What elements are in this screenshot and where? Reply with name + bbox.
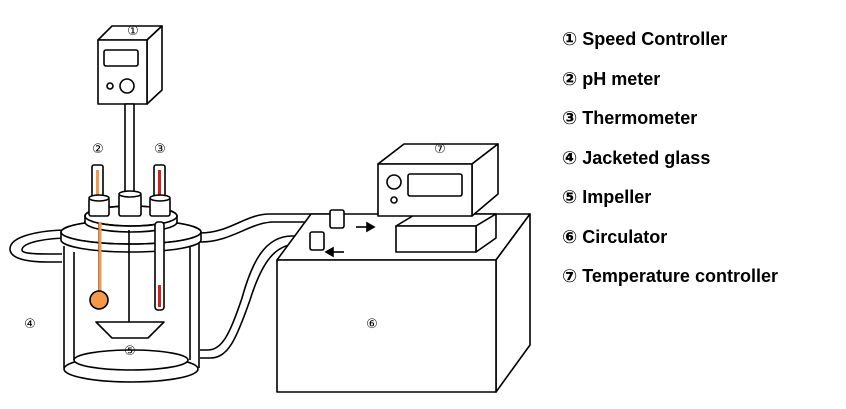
marker-speed-controller: ①	[127, 24, 139, 39]
outlet-nozzle	[329, 209, 345, 229]
ph-bulb	[89, 290, 109, 310]
impeller	[95, 230, 165, 339]
marker-jacketed-glass: ④	[24, 317, 36, 332]
thermometer	[149, 164, 171, 311]
circulator-return-tube	[200, 243, 312, 359]
legend-item-temperature-controller: ⑦ Temperature controller	[562, 266, 778, 286]
legend-item-ph-meter: ② pH meter	[562, 68, 661, 89]
impeller-shaft	[124, 103, 135, 201]
marker-ph-meter: ②	[92, 142, 104, 157]
marker-circulator: ⑥	[366, 317, 378, 332]
legend: ① Speed Controller ② pH meter ③ Thermome…	[562, 28, 846, 305]
temp-display	[407, 173, 463, 197]
jacketed-glass-vessel	[60, 205, 202, 383]
flow-arrows	[324, 221, 376, 258]
speed-controller	[97, 25, 163, 105]
legend-item-speed-controller: ① Speed Controller	[562, 29, 728, 49]
marker-thermometer: ③	[154, 142, 166, 157]
legend-item-circulator: ⑥ Circulator	[562, 226, 668, 247]
circulator	[276, 213, 531, 393]
circulator-outlet-tube	[199, 213, 330, 234]
inlet-nozzle	[309, 231, 325, 251]
legend-item-impeller: ⑤ Impeller	[562, 187, 652, 207]
ph-meter	[88, 164, 110, 310]
temp-knob	[386, 174, 402, 190]
marker-impeller: ⑤	[124, 344, 136, 359]
temp-button-small	[390, 196, 398, 204]
speed-display	[103, 49, 139, 67]
marker-temperature-controller: ⑦	[434, 142, 446, 157]
temperature-controller	[377, 143, 499, 253]
legend-item-thermometer: ③ Thermometer	[562, 108, 698, 128]
legend-item-jacketed-glass: ④ Jacketed glass	[562, 147, 711, 168]
jacket-inlet-tube	[9, 229, 71, 263]
speed-knob	[119, 78, 135, 94]
speed-button-small	[106, 82, 114, 90]
